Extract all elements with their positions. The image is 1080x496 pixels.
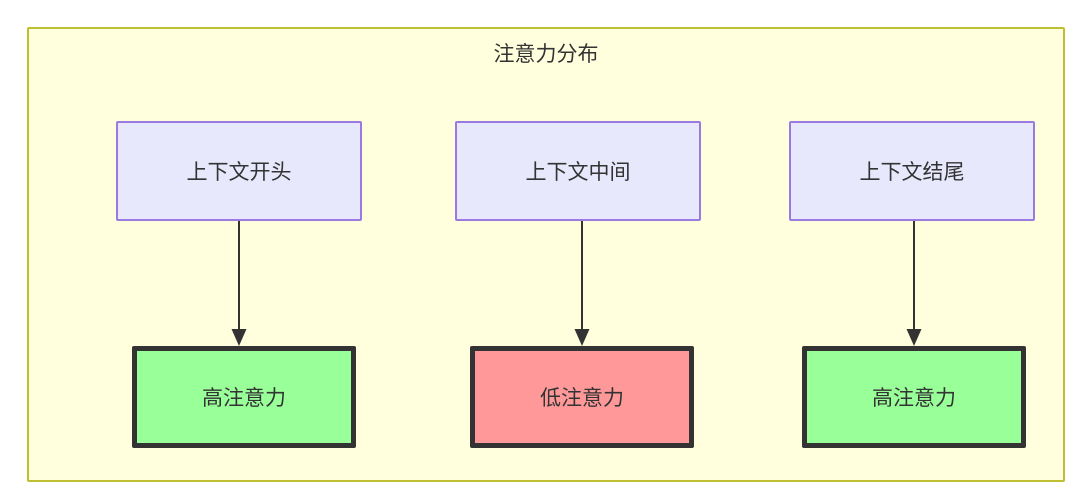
diagram-title: 注意力分布: [493, 43, 599, 66]
edge-arrow-end-to-high: [906, 221, 922, 346]
edge-arrow-start-to-high: [231, 221, 247, 346]
node-context-end[interactable]: 上下文结尾: [789, 121, 1035, 221]
node-low-attention-middle[interactable]: 低注意力: [470, 346, 694, 448]
node-high-attention-end[interactable]: 高注意力: [802, 346, 1026, 448]
node-context-middle[interactable]: 上下文中间: [455, 121, 701, 221]
node-high-attention-start[interactable]: 高注意力: [132, 346, 356, 448]
attention-distribution-container: 注意力分布 上下文开头 上下文中间 上下文结尾 高注意力 低注意力 高注意力: [27, 27, 1065, 482]
edge-arrow-middle-to-low: [574, 221, 590, 346]
node-context-start[interactable]: 上下文开头: [116, 121, 362, 221]
